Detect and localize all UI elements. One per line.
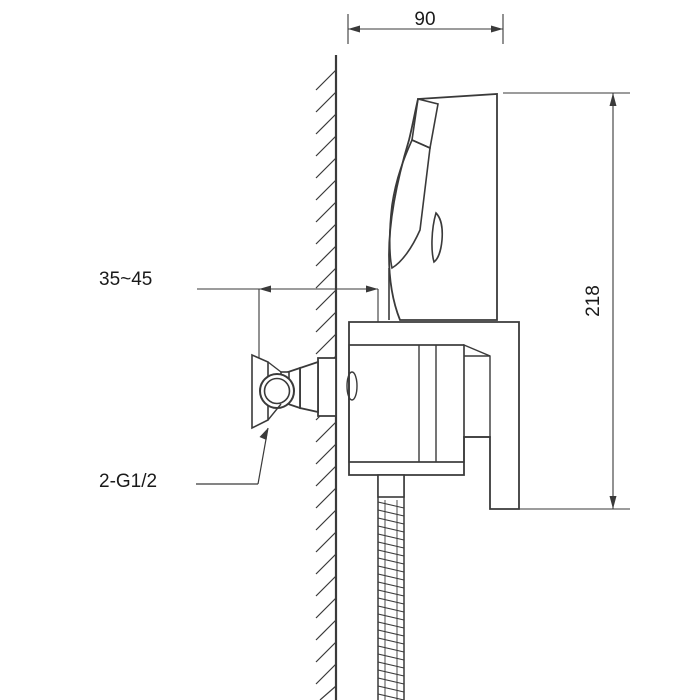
arrow-right xyxy=(491,25,503,33)
handshower-outline xyxy=(388,93,498,321)
dimension-width-90 xyxy=(347,14,504,44)
elbow-edge-top xyxy=(267,361,282,373)
dimension-label-projection: 35~45 xyxy=(99,269,152,290)
arrow-bottom xyxy=(609,496,617,509)
hose-coils xyxy=(377,501,405,700)
callout-thread-leader xyxy=(196,427,269,485)
mixer-body xyxy=(346,321,520,510)
mixer-lever-body xyxy=(463,343,491,438)
arrow-proj-left xyxy=(259,285,271,293)
mixer-outer-outline xyxy=(348,321,520,510)
dimension-label-height: 218 xyxy=(583,285,604,317)
elbow-cone xyxy=(299,360,319,414)
handshower-front-facet xyxy=(388,138,431,270)
arrow-top xyxy=(609,93,617,106)
mixer-port-ellipse xyxy=(346,371,358,401)
elbow-ring-inner xyxy=(263,377,291,405)
wall-elbow xyxy=(251,353,337,430)
handshower-body xyxy=(388,93,498,321)
arrow-proj-right xyxy=(366,285,378,293)
arrow-left xyxy=(348,25,360,33)
handshower-spray-slot xyxy=(431,211,444,264)
elbow-edge-bottom xyxy=(267,403,282,421)
callout-arrow xyxy=(259,428,268,440)
callout-label-thread: 2-G1/2 xyxy=(99,471,157,492)
dimension-label-width: 90 xyxy=(414,9,435,30)
flexible-hose xyxy=(377,474,405,700)
elbow-wall-stub xyxy=(317,357,337,417)
hose-collar xyxy=(377,474,405,498)
dimension-height-218 xyxy=(503,92,630,510)
wall-hatch xyxy=(315,69,337,700)
